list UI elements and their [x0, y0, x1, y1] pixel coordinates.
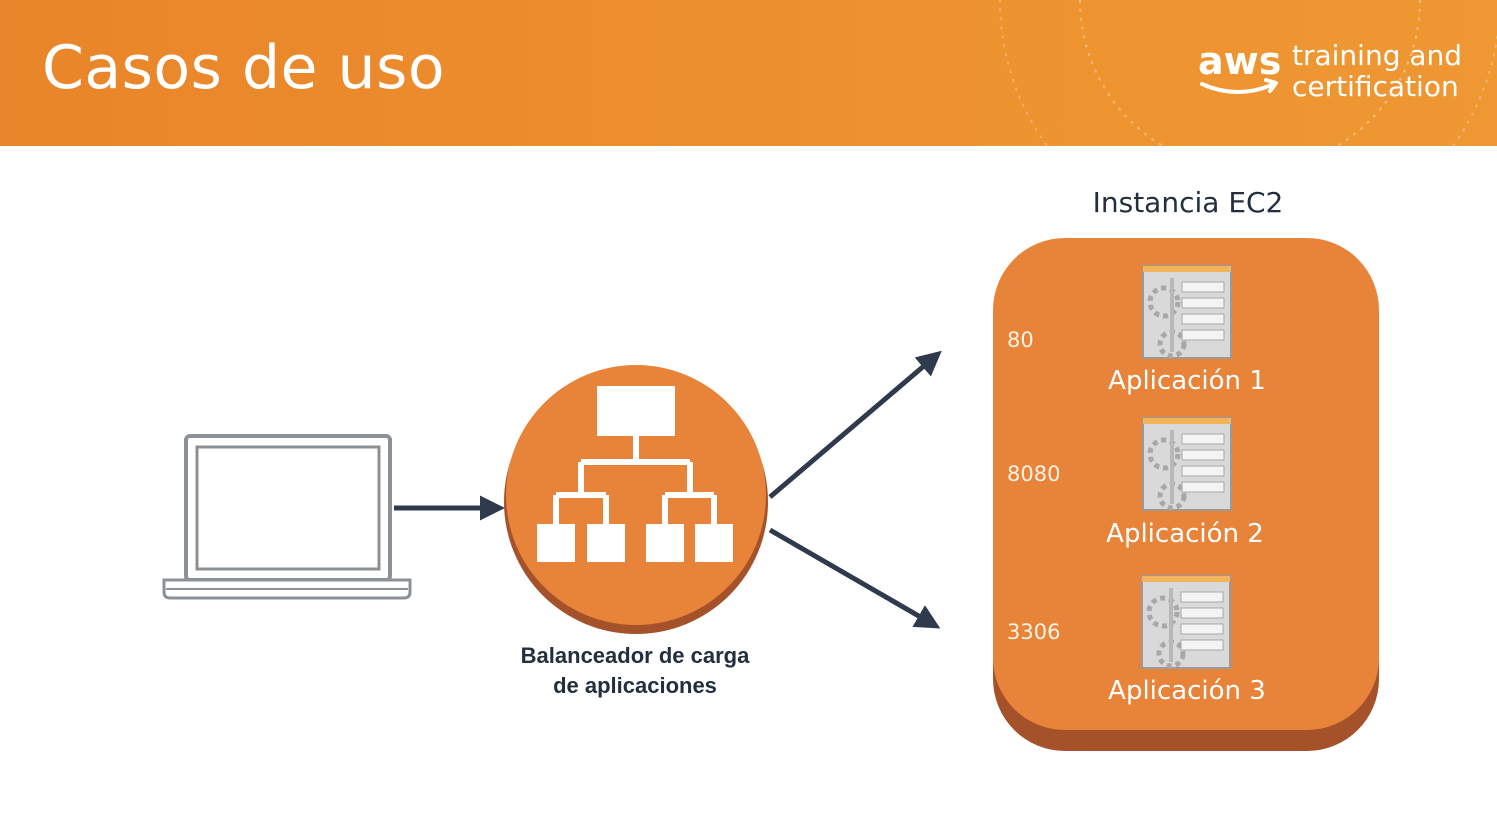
app-name-1: Aplicación 1 — [1108, 366, 1266, 396]
page-title: Casos de uso — [42, 33, 446, 103]
port-label-app-2: 8080 — [1007, 462, 1061, 486]
brand-line-2: certification — [1292, 70, 1459, 103]
application-icon — [1141, 575, 1231, 669]
app-name-2: Aplicación 2 — [1106, 519, 1264, 549]
header-bar: Casos de uso aws training and certificat… — [0, 0, 1497, 146]
arrow-lb-to-app-upper — [768, 350, 942, 499]
ec2-instance-label: Instancia EC2 — [1092, 186, 1284, 219]
aws-logo: aws — [1198, 40, 1281, 94]
application-icon — [1142, 265, 1232, 359]
application-icon — [1142, 417, 1232, 511]
arrow-lb-to-app-lower — [768, 527, 941, 629]
brand-line-1: training and — [1292, 39, 1463, 72]
load-balancer-icon — [504, 365, 768, 634]
load-balancer-label-line1: Balanceador de carga — [520, 643, 750, 668]
brand-text: training and certification — [1292, 40, 1462, 102]
port-label-app-3: 3306 — [1007, 620, 1061, 644]
load-balancer-label: Balanceador de carga de aplicaciones — [480, 641, 790, 701]
laptop-icon — [162, 434, 412, 600]
app-name-3: Aplicación 3 — [1108, 676, 1266, 706]
load-balancer-label-line2: de aplicaciones — [553, 673, 717, 698]
aws-logo-text: aws — [1198, 40, 1281, 83]
port-label-app-1: 80 — [1007, 328, 1034, 352]
